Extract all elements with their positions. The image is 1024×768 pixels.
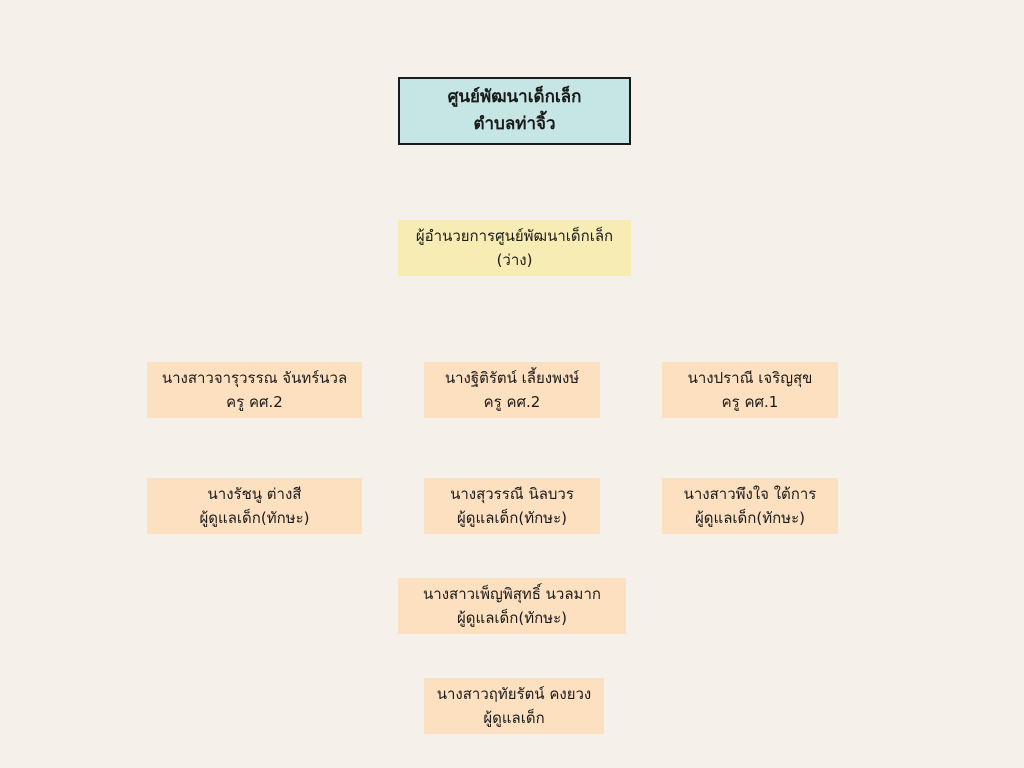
staff-box: นางรัชนู ต่างสี ผู้ดูแลเด็ก(ทักษะ) xyxy=(147,478,362,534)
staff-box: นางสุวรรณี นิลบวร ผู้ดูแลเด็ก(ทักษะ) xyxy=(424,478,600,534)
staff-name: นางสุวรรณี นิลบวร xyxy=(450,485,574,503)
staff-name: นางปราณี เจริญสุข xyxy=(687,369,813,387)
staff-box: นางปราณี เจริญสุข ครู คศ.1 xyxy=(662,362,838,418)
staff-name: นางสาวฤทัยรัตน์ คงยวง xyxy=(436,685,592,703)
staff-box: นางสาวจารุวรรณ จันทร์นวล ครู คศ.2 xyxy=(147,362,362,418)
staff-box: นางสาวพึงใจ ใต้การ ผู้ดูแลเด็ก(ทักษะ) xyxy=(662,478,838,534)
staff-role: ผู้ดูแลเด็ก xyxy=(483,709,545,727)
staff-name: นางรัชนู ต่างสี xyxy=(207,485,302,503)
director-box: ผู้อำนวยการศูนย์พัฒนาเด็กเล็ก (ว่าง) xyxy=(398,220,631,276)
director-position: ผู้อำนวยการศูนย์พัฒนาเด็กเล็ก xyxy=(415,227,614,245)
staff-box: นางฐิติรัตน์ เลี้ยงพงษ์ ครู คศ.2 xyxy=(424,362,600,418)
staff-role: ผู้ดูแลเด็ก(ทักษะ) xyxy=(695,509,805,527)
staff-role: ครู คศ.1 xyxy=(721,393,779,411)
staff-role: ผู้ดูแลเด็ก(ทักษะ) xyxy=(199,509,310,527)
staff-box: นางสาวฤทัยรัตน์ คงยวง ผู้ดูแลเด็ก xyxy=(424,678,604,734)
director-name: (ว่าง) xyxy=(496,251,533,269)
org-title-box: ศูนย์พัฒนาเด็กเล็ก ตำบลท่าจิ้ว xyxy=(398,77,631,145)
staff-role: ครู คศ.2 xyxy=(226,393,283,411)
staff-name: นางฐิติรัตน์ เลี้ยงพงษ์ xyxy=(444,369,580,387)
staff-name: นางสาวพึงใจ ใต้การ xyxy=(683,485,817,503)
staff-role: ครู คศ.2 xyxy=(483,393,541,411)
staff-name: นางสาวจารุวรรณ จันทร์นวล xyxy=(161,369,348,387)
staff-name: นางสาวเพ็ญพิสุทธิ์ นวลมาก xyxy=(423,585,601,603)
org-title-line1: ศูนย์พัฒนาเด็กเล็ก xyxy=(447,87,582,107)
staff-role: ผู้ดูแลเด็ก(ทักษะ) xyxy=(457,509,567,527)
org-title-line2: ตำบลท่าจิ้ว xyxy=(473,114,556,134)
staff-box: นางสาวเพ็ญพิสุทธิ์ นวลมาก ผู้ดูแลเด็ก(ทั… xyxy=(398,578,626,634)
staff-role: ผู้ดูแลเด็ก(ทักษะ) xyxy=(457,609,567,627)
